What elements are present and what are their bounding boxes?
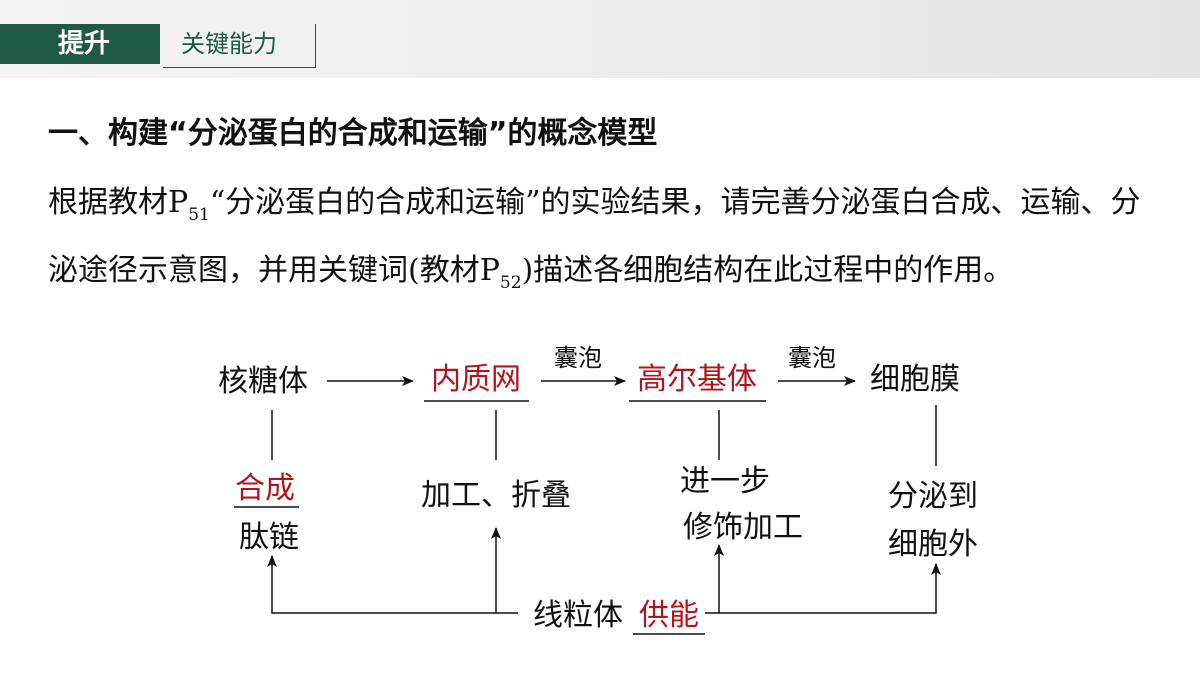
- func-ribosome-a: 合成: [235, 471, 295, 506]
- para-subscript-2: 52: [499, 273, 522, 293]
- func-golgi-b: 修饰加工: [683, 510, 803, 545]
- func-membrane-b: 细胞外: [888, 527, 978, 562]
- ribosome-label: 核糖体: [218, 364, 308, 399]
- er-label: 内质网: [431, 362, 521, 397]
- arrow-energy-to-ribosome: [267, 555, 518, 614]
- tab-secondary[interactable]: 关键能力: [163, 24, 316, 68]
- header-band: [0, 0, 1200, 78]
- section-heading: 一、构建“分泌蛋白的合成和运输”的概念模型: [48, 116, 658, 151]
- vesicle-label-1: 囊泡: [554, 344, 602, 372]
- membrane-label: 细胞膜: [870, 362, 960, 397]
- func-er: 加工、折叠: [421, 478, 571, 513]
- para-subscript-1: 51: [188, 205, 210, 225]
- para-text-2: “分泌蛋白的合成和运输”的实验结果，请完善分泌蛋白合成、运输、分泌途径示意图，并…: [48, 185, 1141, 288]
- tab-primary[interactable]: 提升: [0, 24, 160, 64]
- instruction-paragraph: 根据教材P51“分泌蛋白的合成和运输”的实验结果，请完善分泌蛋白合成、运输、分泌…: [48, 171, 1158, 307]
- mito-label: 线粒体: [533, 598, 623, 633]
- vesicle-label-2: 囊泡: [788, 344, 836, 372]
- para-text-3: )描述各细胞结构在此过程中的作用。: [521, 253, 1014, 288]
- para-text-1: 根据教材P: [48, 185, 189, 220]
- func-golgi-a: 进一步: [680, 464, 770, 499]
- func-membrane-a: 分泌到: [888, 479, 978, 514]
- mito-supply-label: 供能: [639, 598, 699, 633]
- func-ribosome-b: 肽链: [239, 520, 299, 555]
- arrow-energy-to-membrane: [719, 563, 941, 614]
- golgi-label: 高尔基体: [637, 362, 757, 397]
